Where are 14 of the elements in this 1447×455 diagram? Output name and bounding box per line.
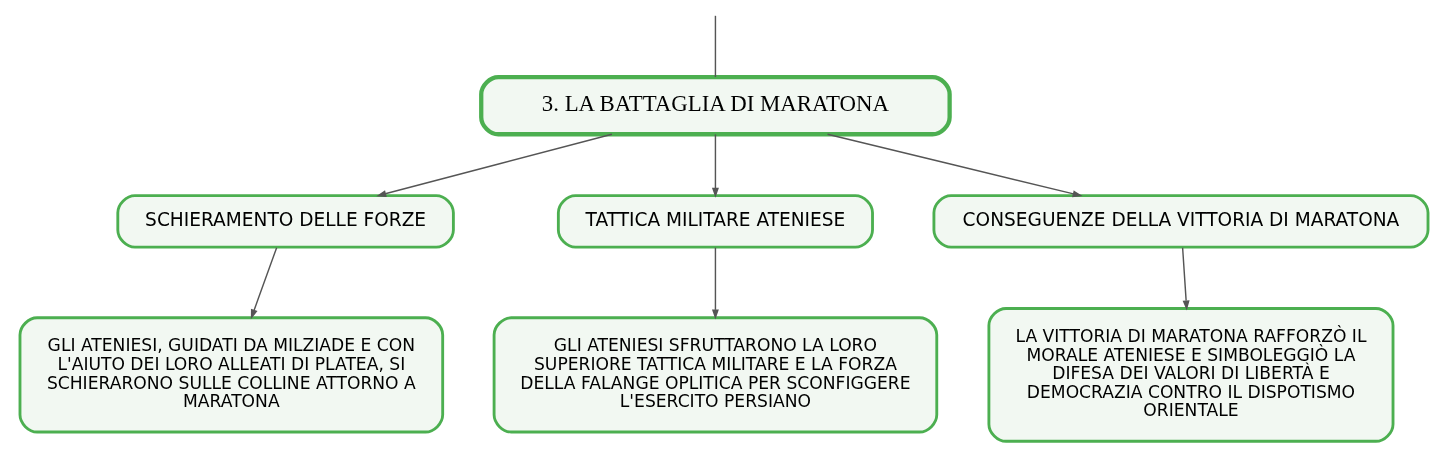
node-box: SCHIERAMENTO DELLE FORZE <box>115 193 455 248</box>
arrow <box>1181 246 1190 310</box>
node-box: TATTICA MILITARE ATENIESE <box>556 193 874 248</box>
arrow <box>250 246 277 319</box>
node-box: GLI ATENIESI SFRUTTARONO LA LORO SUPERIORE TATTICA MILITARE E LA FORZA DELLA FALANGE OPLITICA PER SCONFIGGERE L'ESERCITO PERSIANO <box>492 315 938 433</box>
node-box: GLI ATENIESI, GUIDATI DA MILZIADE E CON L'AIUTO DEI LORO ALLEATI DI PLATEA, SI SCHIERARONO SULLE COLLINE ATTORNO A MARATONA <box>18 315 444 433</box>
arrow <box>826 133 1083 197</box>
connector <box>714 14 716 78</box>
node-box: CONSEGUENZE DELLA VITTORIA DI MARATONA <box>932 193 1429 248</box>
node-box: LA VITTORIA DI MARATONA RAFFORZÒ IL MORALE ATENIESE E SIMBOLEGGIÒ LA DIFESA DEI VALORI DI LIBERTÀ E DEMOCRAZIA CONTRO IL DISPOTISMO ORIENTALE <box>986 306 1394 443</box>
arrow <box>711 246 719 319</box>
arrow <box>711 133 719 198</box>
arrow <box>375 133 613 197</box>
node-box: 3. LA BATTAGLIA DI MARATONA <box>478 74 952 136</box>
